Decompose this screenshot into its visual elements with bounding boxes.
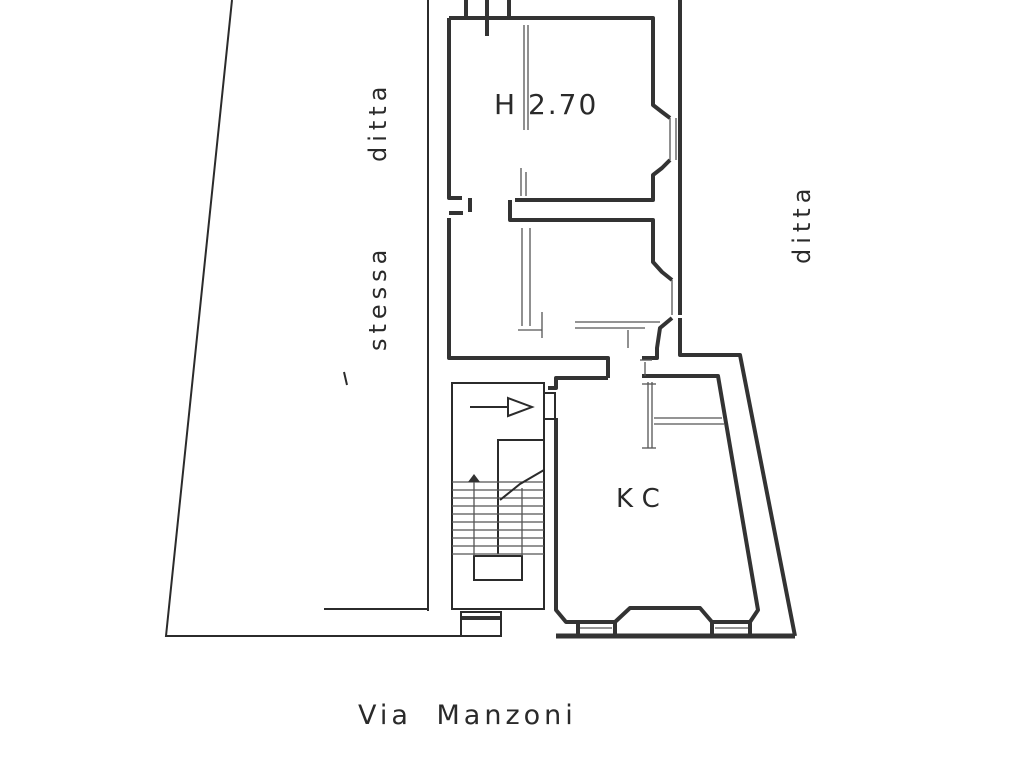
ground-unit-walls xyxy=(548,359,795,639)
right-neighbor-label: ditta xyxy=(788,183,816,264)
staircase xyxy=(451,382,556,637)
left-neighbor-label-ditta: ditta xyxy=(364,81,392,162)
upper-unit-walls xyxy=(447,0,797,637)
upper-room-height-label: H 2.70 xyxy=(494,88,599,121)
arrow-right-icon xyxy=(470,396,535,418)
street-label: Via Manzoni xyxy=(358,700,577,731)
left-neighbor-label-stessa: stessa xyxy=(364,244,392,351)
ground-room-label: KC xyxy=(616,484,670,514)
lot-boundary xyxy=(164,0,462,637)
